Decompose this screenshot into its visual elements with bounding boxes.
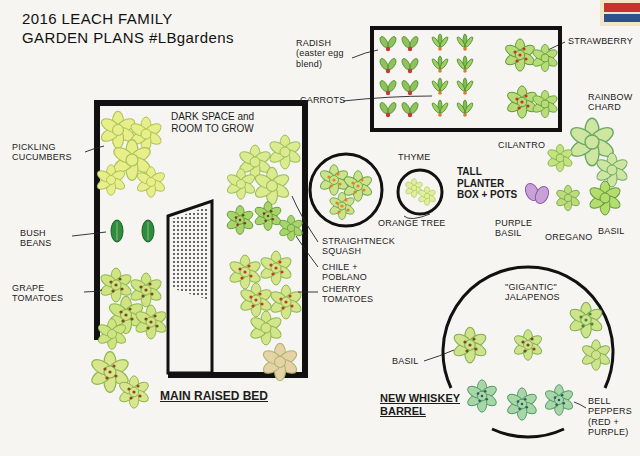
plant-label: BELL PEPPERS (RED + PURPLE) (588, 396, 636, 437)
plant-label: BASIL (598, 226, 634, 236)
plant-label: THYME (398, 152, 438, 162)
leader-lines (72, 42, 586, 408)
plant-label: OREGANO (545, 232, 593, 242)
plant-label: STRAIGHTNECK SQUASH (322, 236, 402, 257)
plan-area: DARK SPACE and ROOM TO GROW MAIN RAISED B… (95, 100, 307, 410)
plant-label: CARROTS (300, 95, 345, 105)
plant-label: STRAWBERRY (568, 36, 634, 46)
raised-bed-frame (97, 103, 305, 375)
plant-label: "GIGANTIC" JALAPENOS (505, 282, 567, 303)
plant-label: BUSH BEANS (20, 228, 72, 249)
plant-label: CILANTRO (498, 140, 550, 150)
plan-title: 2016 LEACH FAMILY GARDEN PLANS #LBgarden… (22, 10, 237, 48)
pots (310, 118, 629, 226)
plant-label: ORANGE TREE (378, 218, 450, 228)
corner-sticker (600, 0, 640, 26)
plant-label: CHERRY TOMATOES (322, 284, 380, 305)
plant-label: RAINBOW CHARD (588, 92, 636, 113)
plant-label: CHILE + POBLANO (322, 262, 402, 283)
bed-plants (89, 111, 304, 408)
plant-label: RADISH (easter egg blend) (296, 38, 354, 69)
plan-area: TALL PLANTER BOX + POTS (372, 28, 560, 203)
area-heading: MAIN RAISED BED (160, 390, 290, 404)
whiskey-barrel (443, 267, 613, 437)
area-heading: TALL PLANTER BOX + POTS (457, 166, 521, 201)
area-heading: NEW WHISKEY BARREL (380, 392, 476, 417)
plant-label: GRAPE TOMATOES (12, 283, 84, 304)
plant-label: PICKLING CUCUMBERS (12, 142, 84, 163)
bed-note: DARK SPACE and ROOM TO GROW (165, 111, 260, 134)
planter-box (372, 28, 560, 130)
plant-label: BASIL (392, 356, 426, 366)
